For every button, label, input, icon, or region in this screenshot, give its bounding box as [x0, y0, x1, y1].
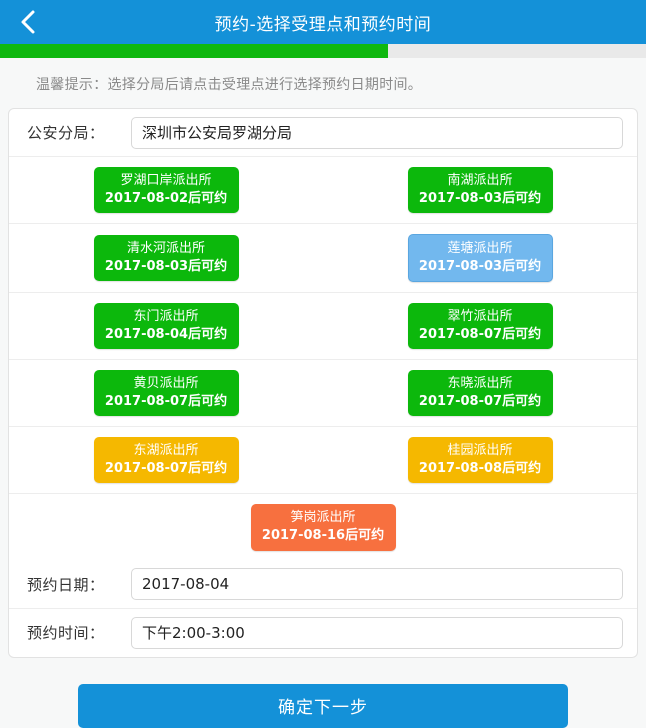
station-available-date: 2017-08-07后可约: [104, 460, 228, 476]
station-row: 罗湖口岸派出所 2017-08-02后可约 南湖派出所 2017-08-03后可约: [9, 157, 637, 225]
date-row: 预约日期：: [9, 561, 637, 609]
station-button[interactable]: 罗湖口岸派出所 2017-08-02后可约: [93, 167, 239, 214]
booking-card: 公安分局： 罗湖口岸派出所 2017-08-02后可约 南湖派出所 2017-08-0…: [8, 108, 638, 658]
station-button[interactable]: 南湖派出所 2017-08-03后可约: [407, 167, 553, 214]
station-available-date: 2017-08-08后可约: [418, 460, 542, 476]
date-label: 预约日期：: [27, 575, 105, 594]
station-name: 东门派出所: [133, 309, 199, 325]
station-name: 南湖派出所: [447, 173, 513, 188]
station-available-date: 2017-08-03后可约: [104, 258, 228, 274]
station-available-date: 2017-08-03后可约: [418, 258, 542, 274]
progress-bar: [0, 44, 646, 58]
tip-text: 温馨提示：选择分局后请点击受理点进行选择预约日期时间。: [36, 77, 423, 93]
station-name: 罗湖口岸派出所: [120, 173, 212, 188]
station-name: 东湖派出所: [133, 443, 199, 459]
station-available-date: 2017-08-02后可约: [104, 190, 228, 206]
progress-bar-fill: [0, 44, 388, 58]
station-name: 笋岗派出所: [290, 510, 356, 526]
time-row: 预约时间：: [9, 609, 637, 657]
appointment-time-input[interactable]: [131, 616, 623, 649]
station-available-date: 2017-08-07后可约: [104, 393, 228, 409]
time-label: 预约时间：: [27, 624, 105, 643]
station-slot: 罗湖口岸派出所 2017-08-02后可约: [9, 167, 323, 214]
station-available-date: 2017-08-16后可约: [261, 528, 385, 544]
bureau-label: 公安分局：: [27, 124, 105, 142]
bureau-row: 公安分局：: [9, 109, 637, 157]
station-available-date: 2017-08-07后可约: [418, 326, 542, 342]
station-name: 清水河派出所: [126, 241, 205, 257]
station-available-date: 2017-08-03后可约: [418, 190, 542, 206]
station-available-date: 2017-08-07后可约: [418, 393, 542, 409]
station-name: 桂园派出所: [447, 443, 513, 459]
confirm-next-step-button[interactable]: 确定下一步: [78, 683, 568, 728]
station-name: 东晓派出所: [447, 376, 513, 392]
station-available-date: 2017-08-04后可约: [104, 326, 228, 342]
station-slot: 南湖派出所 2017-08-03后可约: [323, 167, 637, 214]
back-button[interactable]: [0, 0, 56, 44]
station-name: 黄贝派出所: [133, 376, 199, 392]
station-button[interactable]: 笋岗派出所 2017-08-16后可约: [250, 504, 396, 551]
titlebar: 预约-选择受理点和预约时间: [0, 0, 646, 44]
page-title: 预约-选择受理点和预约时间: [214, 14, 432, 35]
submit-area: 确定下一步: [0, 658, 646, 728]
chevron-left-icon: [19, 9, 37, 35]
station-name: 莲塘派出所: [447, 241, 513, 257]
appointment-date-input[interactable]: [131, 568, 623, 601]
station-row: 笋岗派出所 2017-08-16后可约: [9, 494, 637, 560]
bureau-input[interactable]: [131, 116, 623, 149]
station-name: 翠竹派出所: [447, 309, 513, 325]
